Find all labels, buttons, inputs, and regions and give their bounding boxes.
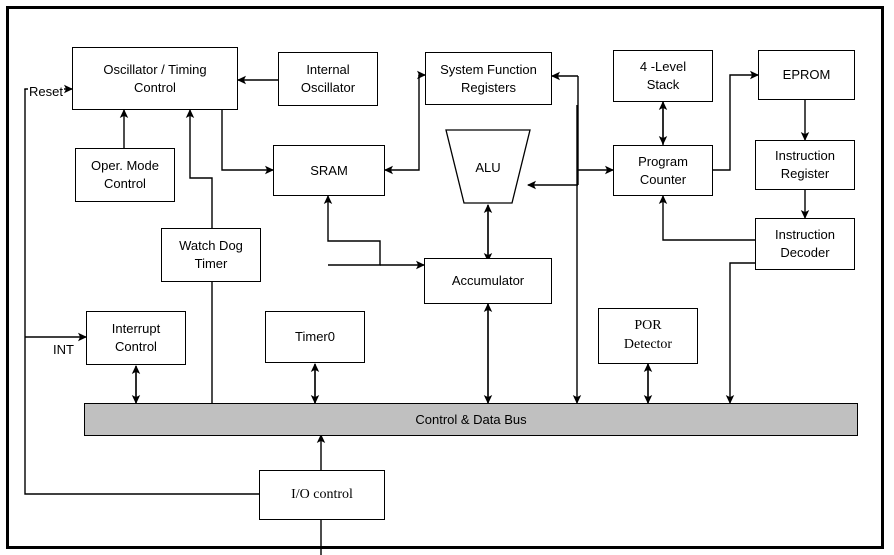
block-eprom[interactable]: EPROM (758, 50, 855, 100)
line-rail-to-sfr (417, 70, 426, 80)
block-instruction-register[interactable]: Instruction Register (755, 140, 855, 190)
block-internal-oscillator[interactable]: Internal Oscillator (278, 52, 378, 106)
line-decoder-to-bus (725, 262, 755, 404)
alu-shape (445, 129, 531, 204)
block-program-counter[interactable]: Program Counter (613, 145, 713, 196)
block-interrupt-control[interactable]: Interrupt Control (86, 311, 186, 365)
block-instruction-decoder[interactable]: Instruction Decoder (755, 218, 855, 270)
block-sram[interactable]: SRAM (273, 145, 385, 196)
control-and-data-bus-label: Control & Data Bus (415, 412, 527, 427)
control-and-data-bus[interactable]: Control & Data Bus (84, 403, 858, 436)
block-alu-label: ALU (475, 160, 501, 176)
block-4-level-stack[interactable]: 4 -Level Stack (613, 50, 713, 102)
line-osc-timing-to-sram (221, 110, 274, 175)
signal-label-int: INT (52, 342, 75, 357)
block-system-function-registers[interactable]: System Function Registers (425, 52, 552, 105)
block-alu[interactable]: ALU (444, 128, 532, 205)
block-accumulator[interactable]: Accumulator (424, 258, 552, 304)
block-watch-dog-timer[interactable]: Watch Dog Timer (161, 228, 261, 282)
signal-label-reset: Reset (28, 84, 64, 99)
line-accumulator-to-sram (323, 195, 381, 266)
block-oscillator-timing-control[interactable]: Oscillator / Timing Control (72, 47, 238, 110)
line-prog-counter-to-eprom (713, 70, 759, 171)
line-decoder-to-prog-counter (658, 195, 755, 241)
block-oper-mode-control[interactable]: Oper. Mode Control (75, 148, 175, 202)
line-sfr-rail-to-sram (384, 75, 420, 175)
line-left-rail-io-control (24, 89, 259, 495)
block-timer0[interactable]: Timer0 (265, 311, 365, 363)
line-watchdog-to-osc-timing (185, 109, 213, 228)
block-io-control[interactable]: I/O control (259, 470, 385, 520)
block-por-detector[interactable]: POR Detector (598, 308, 698, 364)
